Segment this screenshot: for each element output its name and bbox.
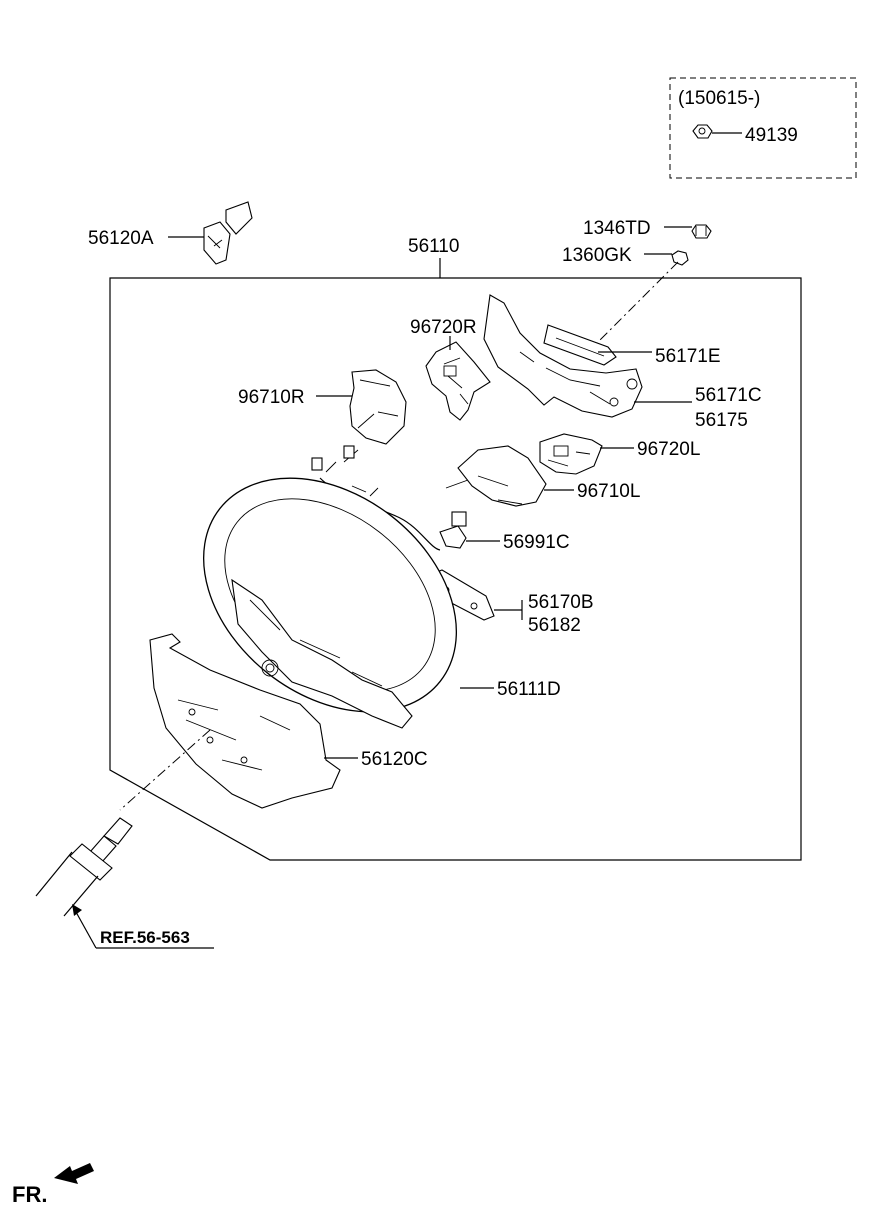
- ref-label[interactable]: REF.56-563: [100, 928, 190, 947]
- part-label-56171C[interactable]: 56171C: [695, 385, 762, 406]
- part-label-56171E[interactable]: 56171E: [655, 346, 721, 367]
- bolt-axis-line: [593, 261, 679, 347]
- part-label-56120C[interactable]: 56120C: [361, 749, 428, 770]
- bolt-1360GK-icon: [671, 250, 689, 266]
- ref-arrow-icon: [72, 904, 214, 949]
- bracket-56171E-icon: [543, 324, 617, 366]
- bezel-56171C-icon: [483, 294, 643, 418]
- switch-96720R-icon: [425, 341, 491, 421]
- front-label: FR.: [12, 1182, 47, 1207]
- switch-96720L-icon: [539, 433, 603, 475]
- part-label-96710L[interactable]: 96710L: [577, 481, 640, 502]
- variant-box: (150615-) 49139: [669, 77, 857, 179]
- part-label-1346TD[interactable]: 1346TD: [583, 218, 651, 239]
- variant-date-range[interactable]: (150615-): [678, 88, 760, 109]
- assembly-outline: [109, 277, 802, 861]
- nut-icon: [692, 124, 713, 139]
- part-label-56175[interactable]: 56175: [695, 410, 748, 431]
- part-label-96720R[interactable]: 96720R: [410, 317, 477, 338]
- part-label-1360GK[interactable]: 1360GK: [562, 245, 632, 266]
- part-label-56120A[interactable]: 56120A: [88, 228, 154, 249]
- part-label-56170B[interactable]: 56170B: [528, 592, 594, 613]
- part-label-56110[interactable]: 56110: [408, 236, 459, 257]
- lower-cover-56120C-icon: [149, 633, 341, 809]
- front-arrow-icon: [54, 1163, 94, 1184]
- steering-wheel-56111D-icon: [203, 477, 457, 729]
- cover-96710L-icon: [445, 445, 547, 507]
- part-label-56111D[interactable]: 56111D: [497, 679, 561, 700]
- part-label-56182[interactable]: 56182: [528, 615, 581, 636]
- part-label-56991C[interactable]: 56991C: [503, 532, 570, 553]
- cover-96710R-icon: [349, 369, 407, 445]
- connector-56991C-icon: [439, 511, 467, 549]
- steering-column-icon: [35, 729, 211, 917]
- nut-1346TD-icon: [691, 224, 712, 239]
- part-label-49139[interactable]: 49139: [745, 125, 798, 146]
- part-label-96720L[interactable]: 96720L: [637, 439, 700, 460]
- clip-56120A-icon: [203, 201, 253, 265]
- part-label-96710R[interactable]: 96710R: [238, 387, 305, 408]
